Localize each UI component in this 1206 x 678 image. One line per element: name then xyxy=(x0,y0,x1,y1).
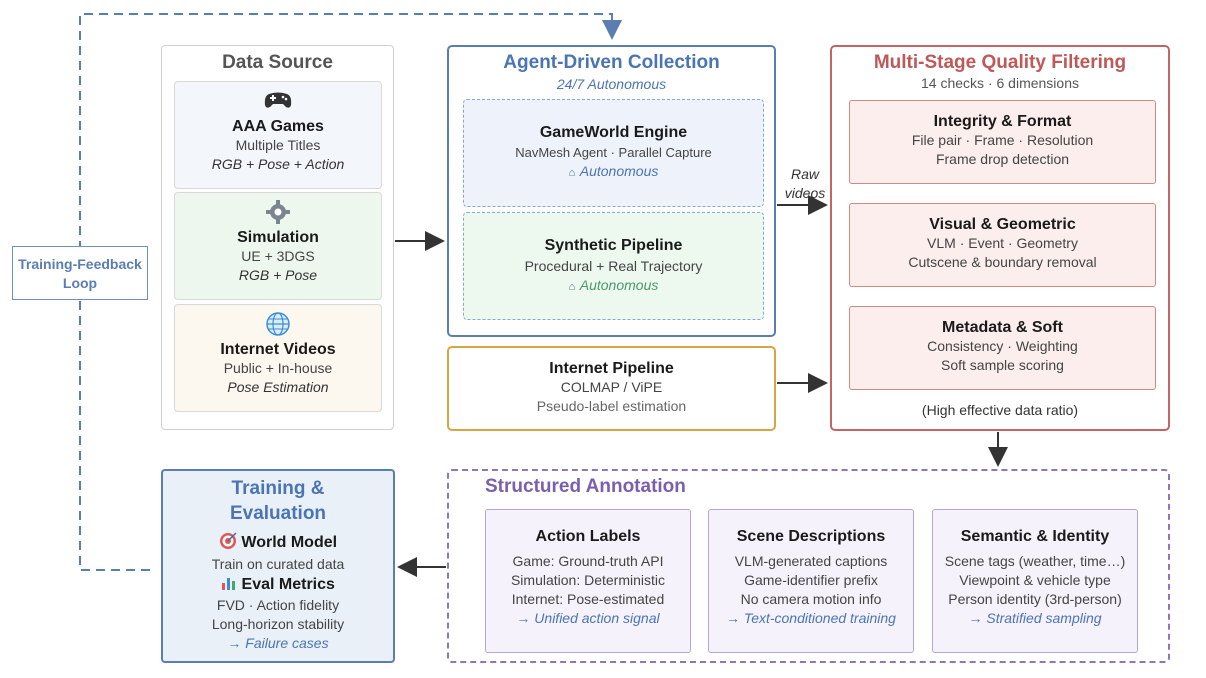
source-card-simulation: Simulation UE + 3DGS RGB + Pose xyxy=(174,192,382,300)
agent-collection-subtitle: 24/7 Autonomous xyxy=(556,76,667,92)
internet-pipeline-panel: Internet Pipeline COLMAP / ViPE Pseudo-l… xyxy=(447,346,776,431)
internet-pipeline-line2: Pseudo-label estimation xyxy=(536,398,687,414)
annotation-card-title: Scene Descriptions xyxy=(736,528,886,545)
quality-stage-title: Metadata & Soft xyxy=(942,319,1063,336)
quality-stage-line1: Consistency · Weighting xyxy=(927,338,1078,354)
annotation-card-line: Game: Ground-truth API xyxy=(512,553,664,569)
agent-card-badge: ⌂ Autonomous xyxy=(464,277,763,295)
internet-pipeline-title: Internet Pipeline xyxy=(549,360,674,377)
raw-videos-label: Raw videos xyxy=(780,165,830,203)
agent-card-line1: NavMesh Agent · Parallel Capture xyxy=(515,145,712,160)
agent-card-badge-label: Autonomous xyxy=(579,163,659,179)
agent-card-gameworld: GameWorld Engine NavMesh Agent · Paralle… xyxy=(463,99,764,207)
gear-icon xyxy=(175,199,381,225)
source-card-line1: UE + 3DGS xyxy=(241,248,315,264)
annotation-card-line: Internet: Pose-estimated xyxy=(511,591,665,607)
quality-stage-visual: Visual & Geometric VLM · Event · Geometr… xyxy=(849,203,1156,287)
quality-title: Multi-Stage Quality Filtering xyxy=(873,52,1127,73)
agent-card-line1: Procedural + Real Trajectory xyxy=(524,258,703,274)
source-card-line2: RGB + Pose + Action xyxy=(211,156,345,172)
agent-card-title: GameWorld Engine xyxy=(539,124,688,141)
source-card-title: Internet Videos xyxy=(220,341,336,358)
quality-stage-title: Integrity & Format xyxy=(933,113,1072,130)
world-model-row: World Model xyxy=(163,532,393,555)
annotation-card-title: Action Labels xyxy=(535,528,641,545)
agent-card-badge: ⌂ Autonomous xyxy=(464,163,763,181)
annotation-card-line: VLM-generated captions xyxy=(734,553,888,569)
failure-cases: → Failure cases xyxy=(227,635,329,651)
annotation-card-line: Person identity (3rd-person) xyxy=(948,591,1122,607)
annotation-panel: Structured Annotation Action Labels Game… xyxy=(447,469,1170,663)
source-card-line2: RGB + Pose xyxy=(238,267,318,283)
agent-card-badge-label: Autonomous xyxy=(579,277,659,293)
robot-icon: ⌂ xyxy=(568,281,576,293)
world-model-desc: Train on curated data xyxy=(211,556,345,572)
data-source-title: Data Source xyxy=(222,52,333,73)
source-card-internet-videos: Internet Videos Public + In-house Pose E… xyxy=(174,304,382,412)
annotation-title: Structured Annotation xyxy=(485,476,686,497)
eval-metrics-row: Eval Metrics xyxy=(163,575,393,596)
annotation-card-semantic-identity: Semantic & Identity Scene tags (weather,… xyxy=(932,509,1138,653)
gamepad-icon xyxy=(175,88,381,114)
annotation-card-result: → Stratified sampling xyxy=(968,610,1102,626)
source-card-line1: Multiple Titles xyxy=(235,137,321,153)
bar-chart-icon xyxy=(221,575,237,596)
annotation-card-result: → Unified action signal xyxy=(516,610,660,626)
data-source-panel: Data Source AAA Games Multiple Titles RG… xyxy=(161,45,394,430)
annotation-card-line: Game-identifier prefix xyxy=(744,572,878,588)
quality-stage-line1: VLM · Event · Geometry xyxy=(927,235,1078,251)
annotation-card-line: No camera motion info xyxy=(740,591,882,607)
eval-line1: FVD · Action fidelity xyxy=(216,597,340,613)
globe-icon xyxy=(175,311,381,337)
annotation-card-scene-descriptions: Scene Descriptions VLM-generated caption… xyxy=(708,509,914,653)
annotation-card-result: → Text-conditioned training xyxy=(726,610,896,626)
training-title-line1: Training & xyxy=(231,478,325,499)
source-card-title: AAA Games xyxy=(232,118,324,135)
feedback-loop-box: Training-Feedback Loop xyxy=(12,246,148,300)
training-evaluation-panel: Training & Evaluation World Model Train … xyxy=(161,469,395,663)
raw-videos-line1: Raw xyxy=(790,166,819,182)
quality-stage-line1: File pair · Frame · Resolution xyxy=(911,132,1094,148)
raw-videos-line2: videos xyxy=(784,185,826,201)
quality-footer: (High effective data ratio) xyxy=(921,402,1079,418)
quality-stage-metadata: Metadata & Soft Consistency · Weighting … xyxy=(849,306,1156,390)
eval-metrics-label: Eval Metrics xyxy=(241,576,335,593)
quality-stage-line2: Cutscene & boundary removal xyxy=(908,254,1097,270)
quality-subtitle: 14 checks · 6 dimensions xyxy=(921,75,1079,91)
internet-pipeline-line1: COLMAP / ViPE xyxy=(560,379,663,395)
feedback-loop-line2: Loop xyxy=(62,275,98,291)
world-model-label: World Model xyxy=(241,534,338,551)
robot-icon: ⌂ xyxy=(568,167,576,179)
agent-card-title: Synthetic Pipeline xyxy=(544,237,683,254)
feedback-loop-line1: Training-Feedback xyxy=(18,256,142,272)
source-card-aaa-games: AAA Games Multiple Titles RGB + Pose + A… xyxy=(174,81,382,189)
source-card-line2: Pose Estimation xyxy=(227,379,329,395)
source-card-line1: Public + In-house xyxy=(223,360,333,376)
annotation-card-line: Simulation: Deterministic xyxy=(510,572,666,588)
annotation-card-line: Viewpoint & vehicle type xyxy=(959,572,1111,588)
quality-stage-title: Visual & Geometric xyxy=(929,216,1076,233)
quality-filtering-panel: Multi-Stage Quality Filtering 14 checks … xyxy=(830,45,1170,431)
source-card-title: Simulation xyxy=(237,229,319,246)
annotation-card-action-labels: Action Labels Game: Ground-truth API Sim… xyxy=(485,509,691,653)
feedback-loop-path xyxy=(79,13,622,571)
agent-collection-panel: Agent-Driven Collection 24/7 Autonomous … xyxy=(447,45,776,337)
training-title-line2: Evaluation xyxy=(229,503,327,524)
quality-stage-line2: Soft sample scoring xyxy=(941,357,1064,373)
quality-stage-integrity: Integrity & Format File pair · Frame · R… xyxy=(849,100,1156,184)
eval-line2: Long-horizon stability xyxy=(211,616,345,632)
agent-card-synthetic: Synthetic Pipeline Procedural + Real Tra… xyxy=(463,212,764,320)
quality-stage-line2: Frame drop detection xyxy=(935,151,1070,167)
agent-collection-title: Agent-Driven Collection xyxy=(503,52,720,73)
target-icon xyxy=(219,532,237,555)
annotation-card-title: Semantic & Identity xyxy=(960,528,1110,545)
annotation-card-line: Scene tags (weather, time…) xyxy=(944,553,1126,569)
